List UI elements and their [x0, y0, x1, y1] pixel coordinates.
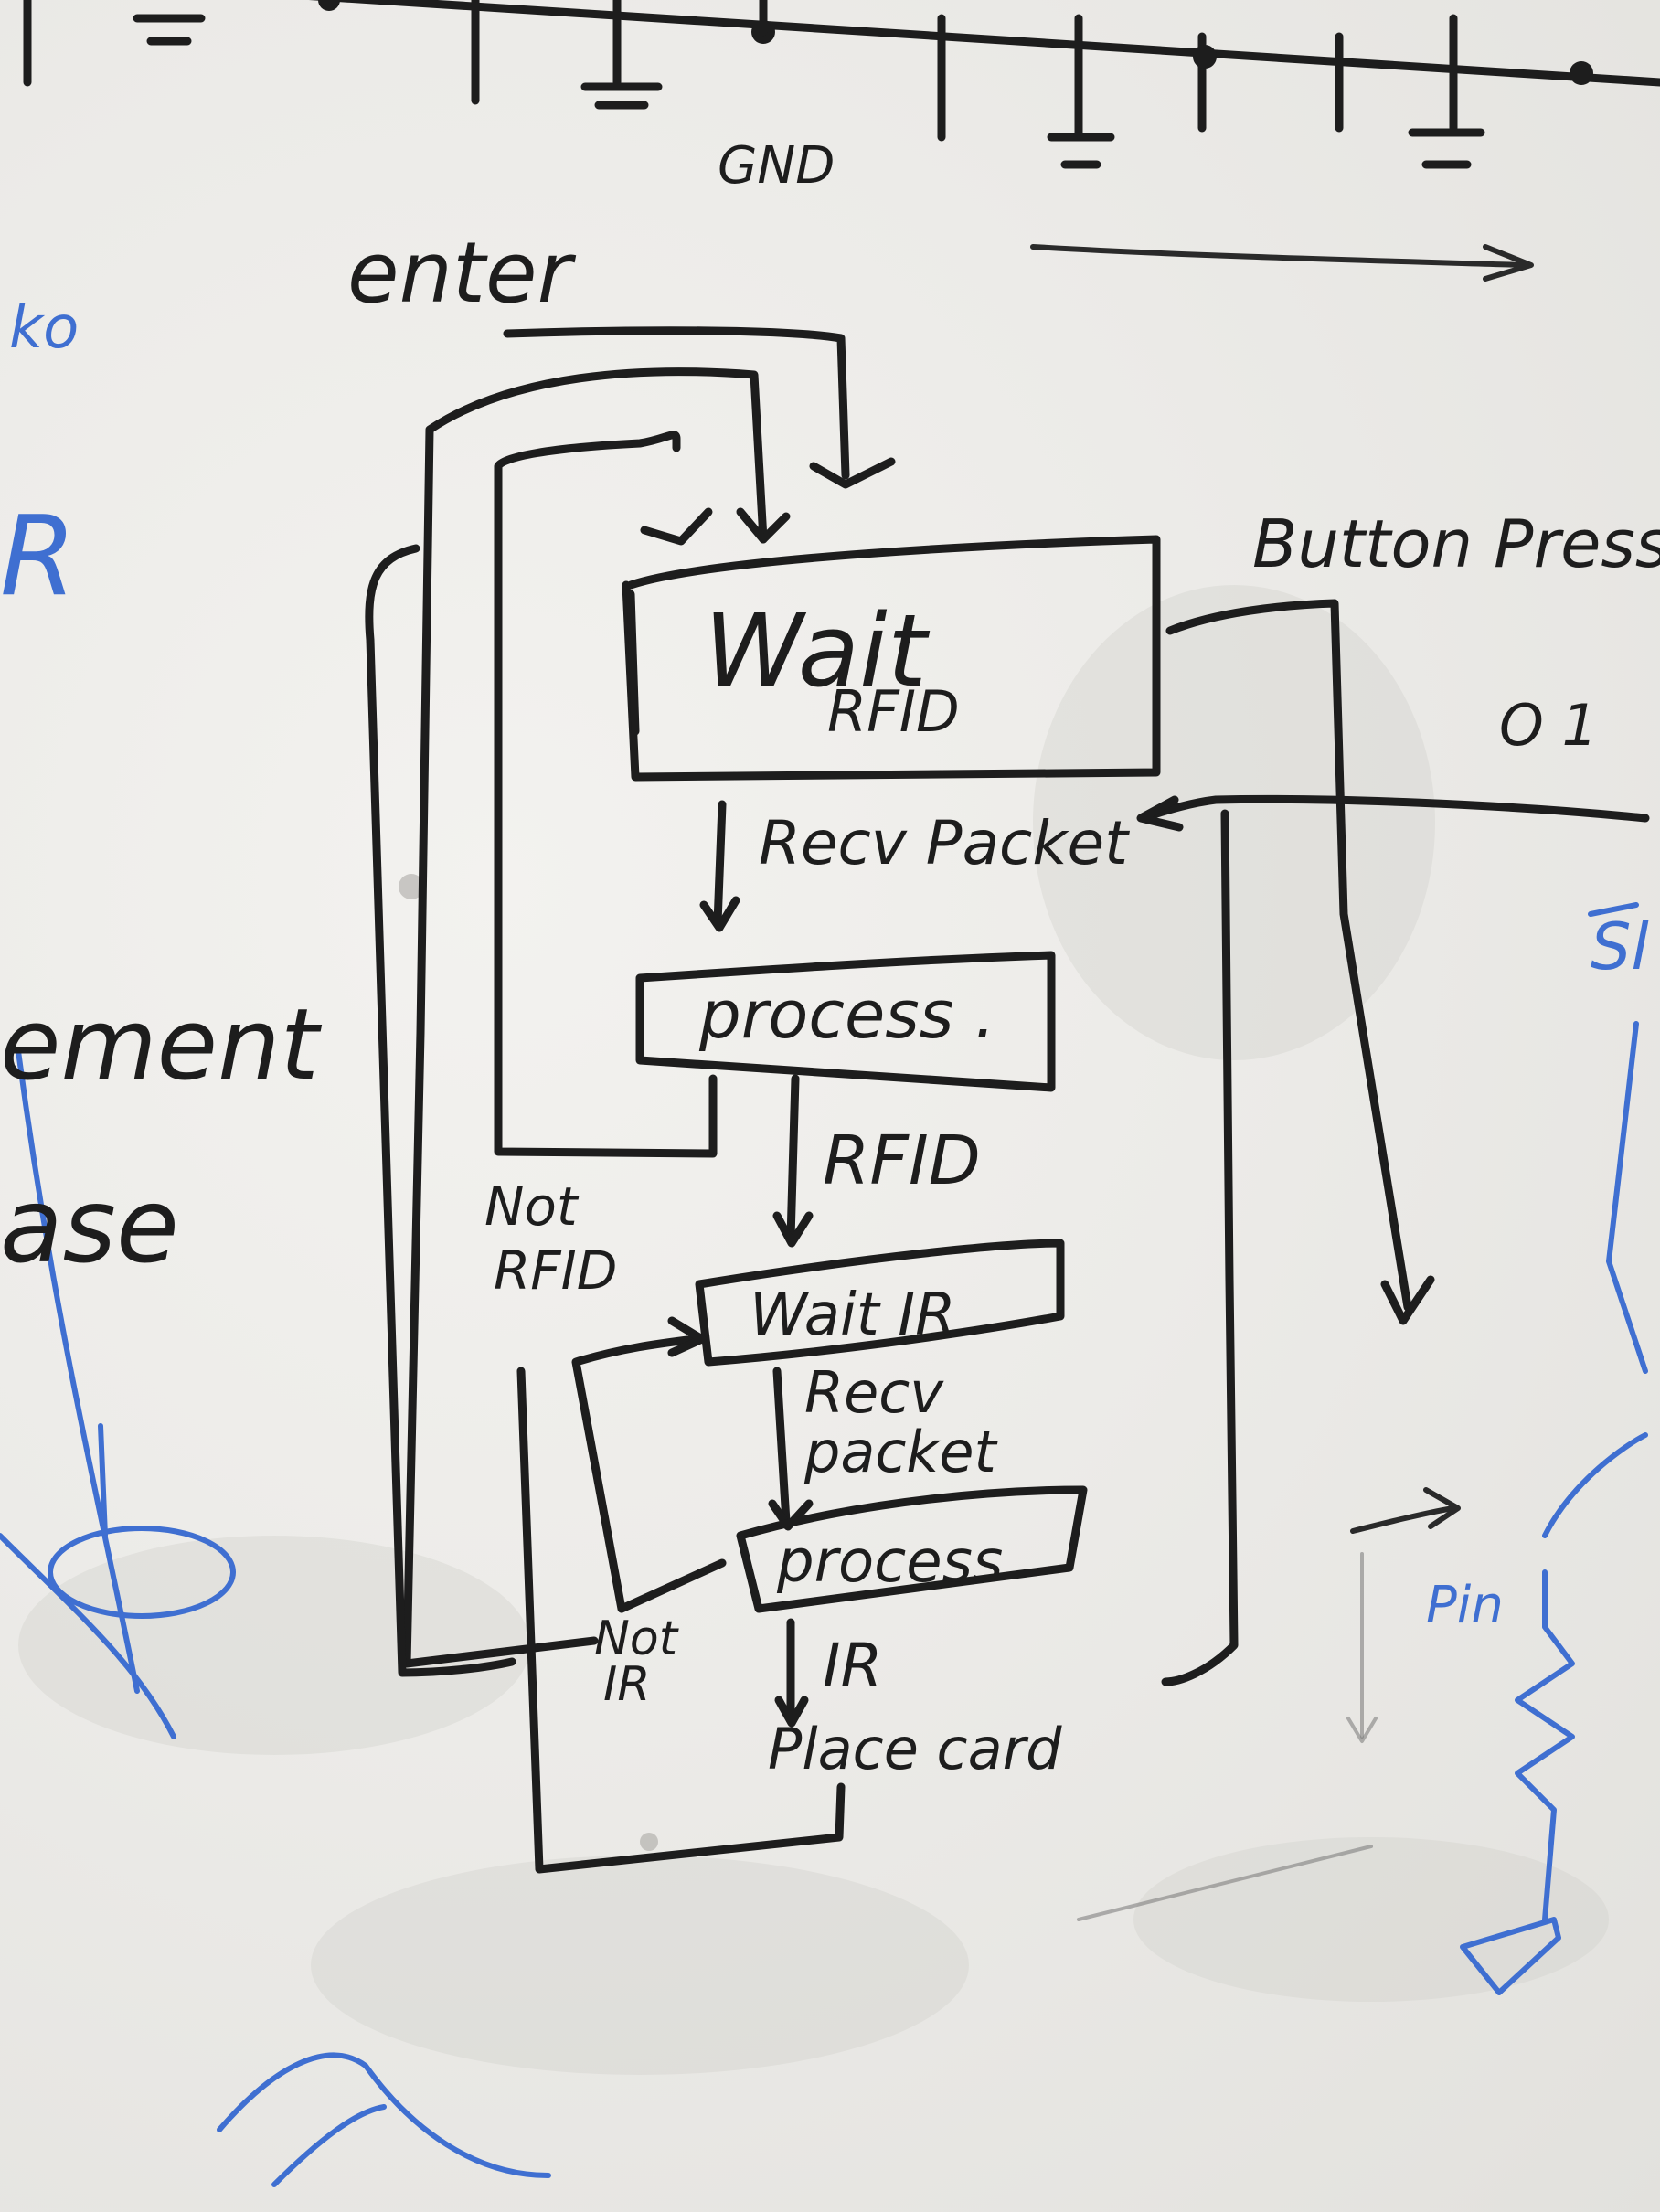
state-wait-ir-box — [695, 1239, 1065, 1367]
left-fragment-ase: ase — [0, 1167, 179, 1286]
place-card-label: Place card — [768, 1716, 1062, 1782]
wait-ir-label: Wait IR — [750, 1281, 956, 1349]
left-fragment-ko: ko — [9, 294, 79, 362]
left-blue-drawing — [0, 1048, 551, 2187]
place-card-return — [516, 1367, 846, 1874]
gnd-label: GND — [718, 136, 835, 196]
not-ir-loop-arrow — [571, 1316, 727, 1613]
not-rfid-label-1: Not — [484, 1175, 580, 1238]
ir-arrow — [774, 1618, 809, 1728]
side-o-label: O 1 — [1499, 692, 1598, 759]
top-circuit-bus — [23, 0, 1660, 142]
right-fragment-pin: Pin — [1426, 1576, 1504, 1635]
ir-transition-label: IR — [823, 1631, 882, 1701]
not-rfid-label-2: RFID — [494, 1239, 617, 1302]
state-process-1-box — [635, 951, 1056, 1092]
not-ir-label-1: Not — [594, 1611, 679, 1666]
recv-packet-2-label-2: packet — [803, 1419, 998, 1485]
wait-rfid-subtitle: RFID — [827, 678, 960, 745]
top-right-arrow — [1030, 244, 1534, 282]
button-press-arrow — [1165, 599, 1435, 1325]
return-arrow-right — [1136, 794, 1650, 1686]
enter-arrow — [503, 326, 896, 489]
right-blue-circuit — [1460, 902, 1648, 1995]
recv-packet-arrow-1 — [699, 800, 740, 932]
not-ir-label-2: IR — [603, 1657, 650, 1712]
left-fragment-r: R — [0, 494, 76, 621]
ground-symbols — [133, 0, 1485, 169]
state-wait-rfid-box — [622, 535, 1161, 782]
rfid-transition-label: RFID — [823, 1122, 981, 1200]
rfid-arrow — [772, 1074, 814, 1248]
state-process-2-box — [736, 1485, 1088, 1613]
wait-rfid-title: Wait — [704, 592, 931, 709]
process-2-label: process — [776, 1528, 1003, 1596]
left-fragment-ement: ement — [0, 988, 323, 1102]
button-press-label: Button Press — [1252, 505, 1660, 582]
recv-packet-label-1: Recv Packet — [759, 808, 1130, 878]
faint-right-arrows — [1077, 1487, 1461, 1921]
right-fragment-sl: Sl — [1591, 909, 1649, 984]
recv-packet-arrow-2 — [768, 1367, 814, 1531]
loop-back-arrows — [365, 367, 791, 1677]
enter-label: enter — [347, 224, 577, 322]
process-1-label: process . — [698, 976, 995, 1053]
recv-packet-2-label-1: Recv — [804, 1359, 944, 1426]
